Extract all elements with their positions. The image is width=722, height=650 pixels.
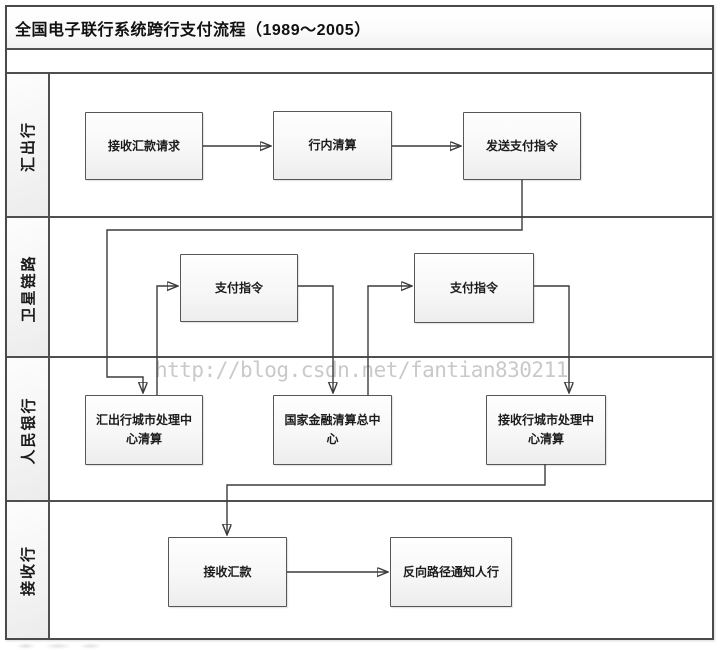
node-receiving-city-center: 接收行城市处理中心清算	[486, 395, 606, 465]
node-receive-remittance: 接收汇款	[168, 537, 287, 607]
lane-body	[50, 218, 712, 358]
lane-satellite-link: 卫星链路	[7, 216, 712, 358]
node-send-instruction: 发送支付指令	[463, 112, 581, 180]
lane-label-cell: 接收行	[7, 502, 50, 638]
lane-receiving-bank: 接收行	[7, 500, 712, 638]
lane-label: 接收行	[20, 544, 38, 596]
footer-watermark-smudge	[14, 643, 112, 649]
node-receive-request: 接收汇款请求	[85, 112, 203, 180]
lane-label: 卫星链路	[20, 253, 38, 323]
lane-label-cell: 人民银行	[7, 358, 50, 502]
swimlane-frame: 全国电子联行系统跨行支付流程（1989～2005） 汇出行 卫星链路 人民银行 …	[5, 5, 714, 640]
lane-body	[50, 502, 712, 638]
lane-label-cell: 卫星链路	[7, 218, 50, 358]
diagram-title: 全国电子联行系统跨行支付流程（1989～2005）	[7, 7, 712, 50]
node-remitting-city-center: 汇出行城市处理中心清算	[85, 395, 203, 465]
lane-label: 人民银行	[20, 395, 38, 465]
node-reverse-path-notify: 反向路径通知人行	[390, 537, 512, 607]
node-payment-instruction-2: 支付指令	[414, 253, 534, 323]
node-national-clearing-center: 国家金融清算总中心	[273, 395, 392, 465]
csdn-watermark: http://blog.csdn.net/fantian830211	[155, 358, 568, 382]
header-strip	[7, 50, 712, 74]
node-intrabank-clearing: 行内清算	[273, 111, 392, 180]
lane-label-cell: 汇出行	[7, 74, 50, 218]
lane-label: 汇出行	[20, 120, 38, 172]
node-payment-instruction-1: 支付指令	[180, 254, 298, 322]
